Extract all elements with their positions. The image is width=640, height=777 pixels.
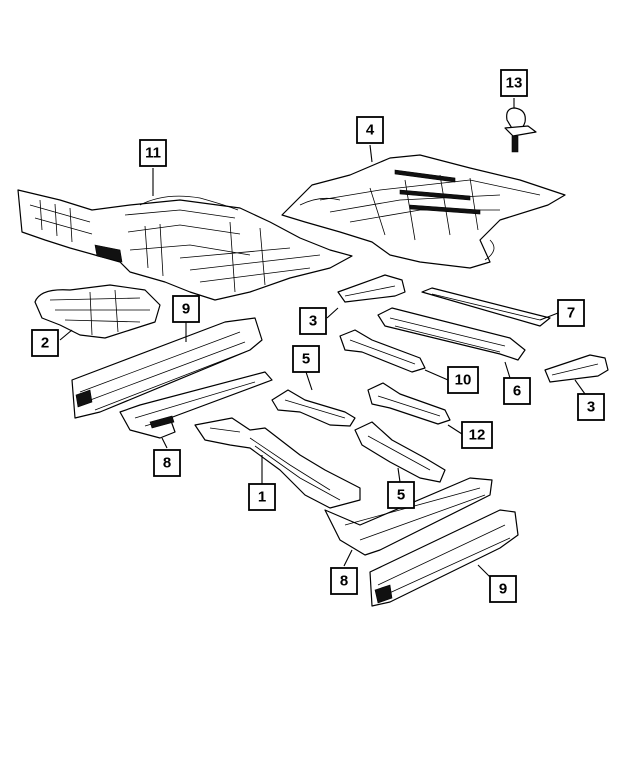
callout-2[interactable]: 2: [31, 329, 59, 357]
callout-12-label: 12: [469, 427, 486, 444]
callout-8a[interactable]: 8: [153, 449, 181, 477]
part-7-rail-strip[interactable]: [421, 287, 551, 327]
callout-11[interactable]: 11: [139, 139, 167, 167]
leader-8b: [343, 549, 353, 567]
callout-6[interactable]: 6: [503, 377, 531, 405]
part-6-crossmember-channel[interactable]: [377, 307, 526, 361]
part-5-floor-support-upper[interactable]: [271, 389, 356, 427]
part-10-bracket-rail[interactable]: [339, 329, 426, 373]
callout-2-label: 2: [41, 335, 49, 352]
callout-5a-label: 5: [302, 351, 310, 368]
callout-1-label: 1: [258, 489, 266, 506]
part-5-floor-support-lower[interactable]: [354, 421, 446, 483]
callout-9a[interactable]: 9: [172, 295, 200, 323]
callout-9b-label: 9: [499, 581, 507, 598]
callout-3b[interactable]: 3: [577, 393, 605, 421]
leader-4: [369, 144, 373, 163]
part-4-rear-floor-pan[interactable]: [281, 154, 566, 269]
callout-5a[interactable]: 5: [292, 345, 320, 373]
callout-3a[interactable]: 3: [299, 307, 327, 335]
leader-5b: [397, 467, 401, 483]
callout-6-label: 6: [513, 383, 521, 400]
leader-9b: [477, 564, 491, 578]
leader-8a: [161, 437, 168, 449]
leader-3b: [574, 379, 586, 395]
callout-7[interactable]: 7: [557, 299, 585, 327]
callout-13-label: 13: [506, 75, 523, 92]
callout-9b[interactable]: 9: [489, 575, 517, 603]
callout-10[interactable]: 10: [447, 366, 479, 394]
part-12-bracket-rail[interactable]: [367, 382, 451, 425]
callout-5b-label: 5: [397, 487, 405, 504]
leader-5a: [305, 371, 313, 391]
callout-12[interactable]: 12: [461, 421, 493, 449]
callout-10-label: 10: [455, 372, 472, 389]
part-3-bracket-upper[interactable]: [337, 274, 406, 303]
part-9-rocker-panel-right[interactable]: [369, 509, 519, 607]
part-11-front-floor-pan[interactable]: [17, 189, 353, 301]
leader-3a: [326, 307, 339, 319]
part-2-heat-shield[interactable]: [34, 284, 161, 339]
leader-6: [504, 361, 511, 379]
callout-1[interactable]: 1: [248, 483, 276, 511]
leader-10: [424, 369, 449, 381]
callout-9a-label: 9: [182, 301, 190, 318]
callout-8b[interactable]: 8: [330, 567, 358, 595]
leader-12: [447, 424, 463, 435]
callout-4[interactable]: 4: [356, 116, 384, 144]
callout-3a-label: 3: [309, 313, 317, 330]
callout-8a-label: 8: [163, 455, 171, 472]
callout-11-label: 11: [145, 145, 161, 162]
callout-7-label: 7: [567, 305, 575, 322]
part-9-rocker-panel-left[interactable]: [71, 317, 263, 419]
part-8-sill-reinforcement-left[interactable]: [119, 371, 273, 439]
leader-7: [539, 312, 559, 321]
callout-13[interactable]: 13: [500, 69, 528, 97]
callout-3b-label: 3: [587, 399, 595, 416]
callout-4-label: 4: [366, 122, 375, 139]
part-3-bracket-right[interactable]: [544, 354, 609, 383]
leader-2: [59, 329, 73, 341]
part-1-center-crossmember[interactable]: [194, 417, 361, 509]
callout-5b[interactable]: 5: [387, 481, 415, 509]
callout-8b-label: 8: [340, 573, 348, 590]
leader-lines: [59, 98, 586, 578]
part-13-tie-down-hook[interactable]: [504, 107, 537, 153]
